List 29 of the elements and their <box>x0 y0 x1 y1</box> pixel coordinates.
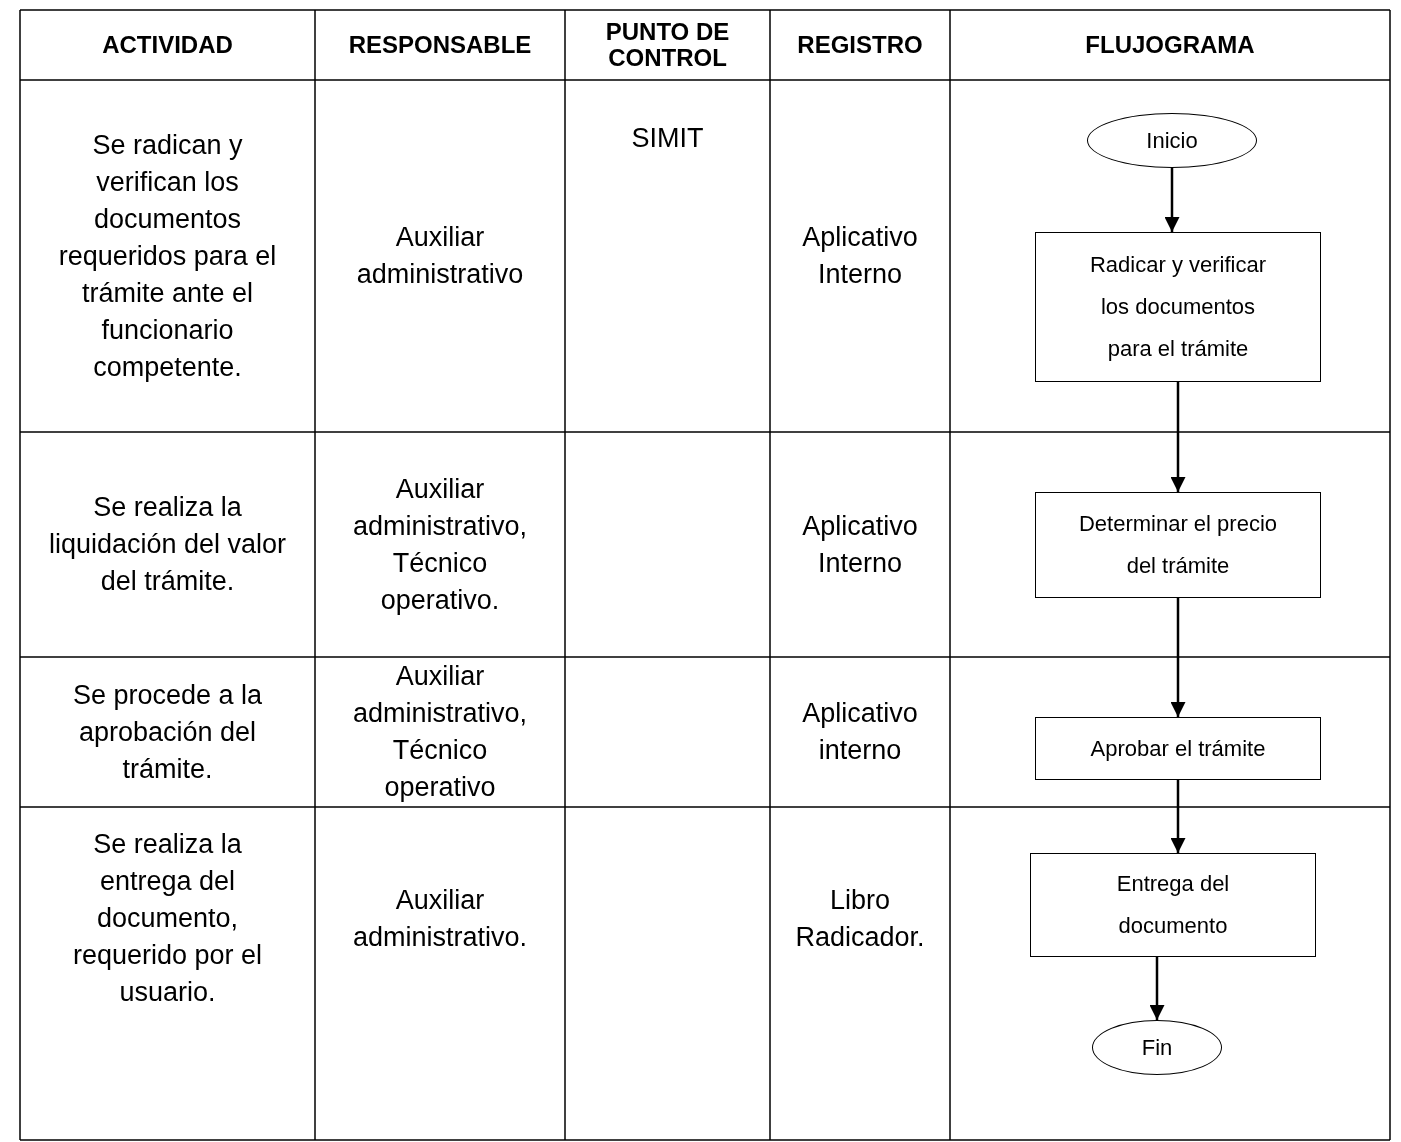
arrow <box>1170 598 1186 717</box>
arrow <box>1149 957 1165 1020</box>
activity-text: Se realiza la entrega del documento, requerido por el usuario. <box>71 828 264 1009</box>
process-box: Aprobar el trámite <box>1035 717 1321 780</box>
responsible-text: Auxiliar administrativo, Técnico operativo <box>351 660 529 804</box>
process-box: Radicar y verificar los documentos para el trámite <box>1035 232 1321 382</box>
column-header: RESPONSABLE <box>348 32 532 58</box>
control-point-text: SIMIT <box>631 122 704 155</box>
arrow <box>1170 382 1186 492</box>
end-oval: Fin <box>1092 1020 1222 1075</box>
column-header: REGISTRO <box>797 32 923 58</box>
arrow <box>1170 780 1186 853</box>
activity-text: Se radican y verifican los documentos requeridos para el trámite ante el funcionario competente. <box>57 128 278 384</box>
responsible-text: Auxiliar administrativo <box>355 221 525 291</box>
start-oval: Inicio <box>1087 113 1257 168</box>
column-header: PUNTO DE CONTROL <box>604 19 731 71</box>
column-header: FLUJOGRAMA <box>1085 32 1255 58</box>
record-text: Aplicativo interno <box>801 697 919 767</box>
process-box: Determinar el precio del trámite <box>1035 492 1321 598</box>
activity-text: Se realiza la liquidación del valor del trámite. <box>48 491 287 598</box>
process-box: Entrega del documento <box>1030 853 1316 957</box>
record-text: Libro Radicador. <box>794 883 926 954</box>
activity-text: Se procede a la aprobación del trámite. <box>71 678 264 786</box>
responsible-text: Auxiliar administrativo. <box>351 883 529 954</box>
record-text: Aplicativo Interno <box>801 221 919 291</box>
column-header: ACTIVIDAD <box>102 32 233 58</box>
record-text: Aplicativo Interno <box>801 509 919 580</box>
responsible-text: Auxiliar administrativo, Técnico operativo. <box>351 472 529 617</box>
arrow <box>1164 168 1180 232</box>
